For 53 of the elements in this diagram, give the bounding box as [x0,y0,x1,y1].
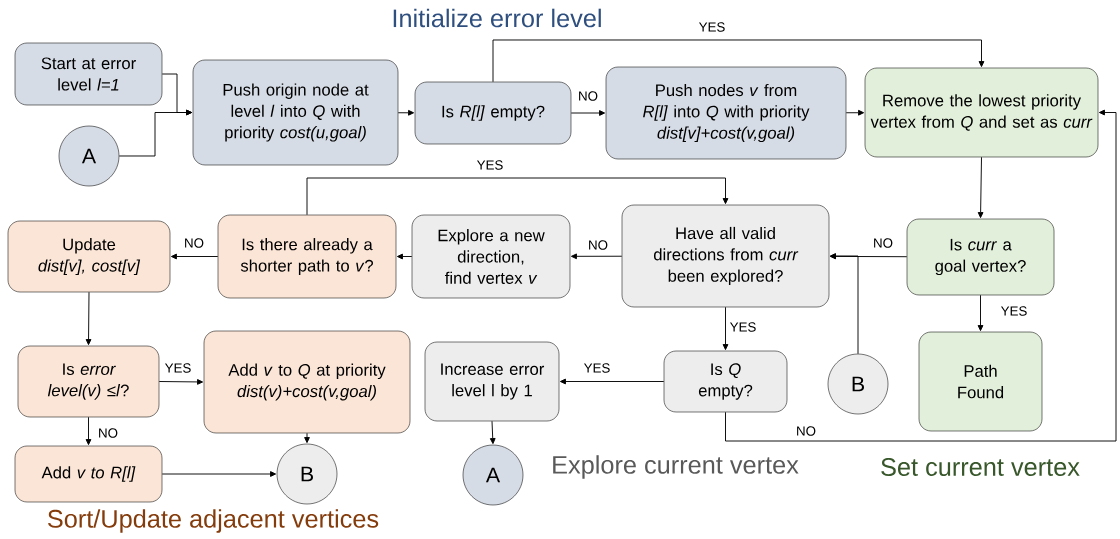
section-title: Set current vertex [881,458,1080,476]
process-box: Is R[l] empty? [414,81,572,145]
edge-label: NO [586,238,610,252]
process-box: Remove the lowest priority vertex from Q and set as curr [864,67,1099,158]
process-box: Is curr a goal vertex? [906,218,1055,296]
process-box: Path Found [918,331,1043,432]
edge-label: NO [576,89,600,103]
process-box: Push origin node at level l into Q with priority cost(u,goal) [192,59,399,166]
section-title: Explore current vertex [553,455,799,479]
edge-label: YES [999,304,1029,318]
arrow [722,306,729,351]
arrow [977,294,984,332]
process-box: Have all valid directions from curr been explored? [621,204,830,308]
arrow [492,39,985,83]
arrow [306,177,729,216]
edge-label: NO [96,426,120,440]
process-box: Update dist[v], cost[v] [7,220,171,293]
arrow [570,253,623,260]
process-box: Is there already a shorter path to v? [217,214,397,299]
process-box: Increase error level l by 1 [424,341,560,422]
arrow [396,253,413,260]
process-box: Add v to Q at priority dist(v)+cost(v,goal) [203,330,411,434]
arrow [161,471,277,477]
arrow [559,378,665,385]
edge-label: YES [728,320,758,334]
arrow [158,379,204,385]
arrow [570,110,606,116]
arrow [829,253,859,355]
edge-label: NO [182,236,206,250]
arrow [85,291,92,346]
process-box: Start at error level l=1 [14,42,163,106]
section-title: Initialize error level [393,8,601,28]
process-box: Add v to R[l] [14,445,163,503]
edge-label: YES [475,158,505,172]
process-box: Explore a new direction, find vertex v [411,214,571,299]
edge-label: YES [163,361,193,375]
arrow [489,420,496,445]
arrow [170,253,219,260]
edge-label: YES [582,361,612,375]
arrow [118,109,193,157]
edge-label: NO [871,236,895,250]
process-box: Is Q empty? [663,350,788,413]
arrow [85,416,92,446]
section-title: Sort/Update adjacent vertices [48,509,379,533]
arrow [977,156,984,219]
arrow [304,432,310,444]
process-box: Push nodes v from R[l] into Q with priority dist[v]+cost(v,goal) [605,66,847,160]
process-box: Is error level(v) ≤l? [17,345,160,418]
edge-label: NO [794,424,818,438]
arrow [725,109,1117,442]
edge-label: YES [697,20,727,34]
arrow [845,109,865,116]
arrow [397,109,415,116]
